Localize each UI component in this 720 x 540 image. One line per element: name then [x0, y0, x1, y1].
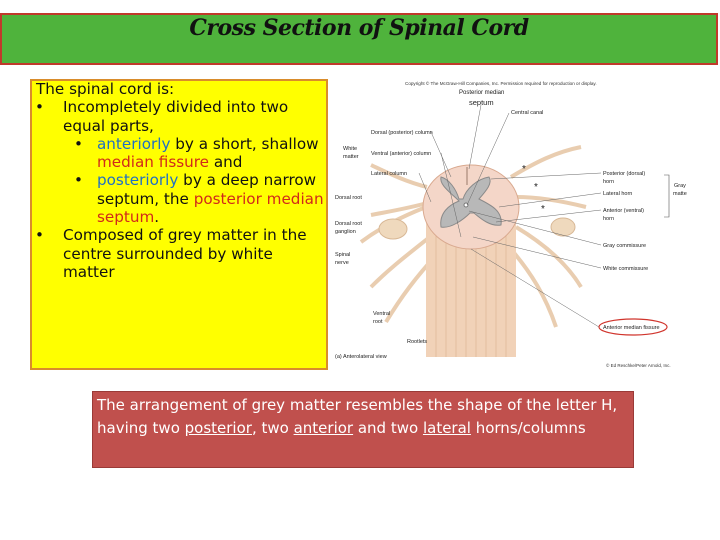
label-white-matter-2: matter [343, 154, 359, 160]
bullet-dot: • [74, 171, 83, 189]
label-spinal-nerve-2: nerve [335, 260, 349, 266]
label-ventral-root-2: root [373, 319, 383, 325]
label-anterior-horn: Anterior (ventral) [603, 208, 644, 214]
bullet-dot: • [35, 98, 44, 116]
bullet-divided: • Incompletely divided into two equal pa… [35, 98, 325, 135]
label-dorsal-root-ganglion: Dorsal root [335, 221, 362, 227]
bullet-dot: • [74, 135, 83, 153]
median-fissure-term: median fissure [97, 153, 209, 171]
label-grey-commissure: Gray commissure [603, 243, 646, 249]
anteriorly-end: and [209, 153, 242, 171]
caption-posterior: posterior [185, 419, 252, 437]
label-spinal-nerve: Spinal [335, 252, 350, 258]
label-septum: septum [469, 98, 494, 107]
label-posterior-horn-2: horn [603, 179, 614, 185]
copyright-text: Copyright © The McGraw-Hill Companies, I… [405, 80, 597, 86]
label-dorsal-root: Dorsal root [335, 195, 362, 201]
asterisk-2: * [534, 182, 538, 193]
label-posterior-median: Posterior median [459, 90, 504, 96]
bullet-composed-text: Composed of grey matter in the centre su… [63, 226, 307, 281]
posteriorly-end: . [154, 208, 159, 226]
label-ventral-column: Ventral (anterior) column [371, 151, 431, 157]
spinal-cord-description: The spinal cord is: • Incompletely divid… [35, 80, 325, 281]
label-anterior-horn-2: horn [603, 216, 614, 222]
sub-bullet-anteriorly: • anteriorly by a short, shallow median … [35, 135, 325, 172]
label-ventral-root: Ventral [373, 311, 390, 317]
label-lateral-column: Lateral column [371, 171, 407, 177]
label-view: (a) Anterolateral view [335, 354, 387, 360]
label-dorsal-column: Dorsal (posterior) column [371, 130, 433, 136]
asterisk-3: * [541, 204, 545, 215]
caption-anterior: anterior [294, 419, 354, 437]
sub-bullet-posteriorly: • posteriorly by a deep narrow septum, t… [35, 171, 325, 226]
label-white-commissure: White commissure [603, 266, 648, 272]
bullet-divided-text: Incompletely divided into two equal part… [63, 98, 288, 134]
caption-text: The arrangement of grey matter resembles… [97, 394, 631, 440]
caption-lateral: lateral [423, 419, 471, 437]
caption-part-3: and two [353, 419, 423, 437]
label-grey-matter: Gray [674, 183, 686, 189]
label-rootlets: Rootlets [407, 339, 427, 345]
caption-part-4: horns/columns [471, 419, 586, 437]
posteriorly-term: posteriorly [97, 171, 178, 189]
label-lateral-horn: Lateral horn [603, 191, 632, 197]
label-central-canal: Central canal [511, 110, 543, 116]
slide-title: Cross Section of Spinal Cord [0, 15, 718, 41]
caption-part-2: , two [252, 419, 294, 437]
diagram-credit: © Ed Reschke/Peter Arnold, Inc. [606, 362, 671, 368]
label-anterior-median-fissure: Anterior median fissure [603, 325, 660, 331]
dorsal-root-ganglion [379, 219, 407, 239]
anteriorly-text: by a short, shallow [170, 135, 318, 153]
spinal-cord-diagram: Copyright © The McGraw-Hill Companies, I… [331, 77, 687, 370]
label-posterior-horn: Posterior (dorsal) [603, 171, 645, 177]
asterisk-1: * [522, 164, 526, 175]
bullet-dot: • [35, 226, 44, 244]
intro-text: The spinal cord is: [36, 80, 325, 98]
bullet-composed: • Composed of grey matter in the centre … [35, 226, 325, 281]
label-dorsal-root-ganglion-2: ganglion [335, 229, 356, 235]
anteriorly-term: anteriorly [97, 135, 170, 153]
label-grey-matter-2: matter [673, 191, 687, 197]
label-white-matter: White [343, 146, 357, 152]
